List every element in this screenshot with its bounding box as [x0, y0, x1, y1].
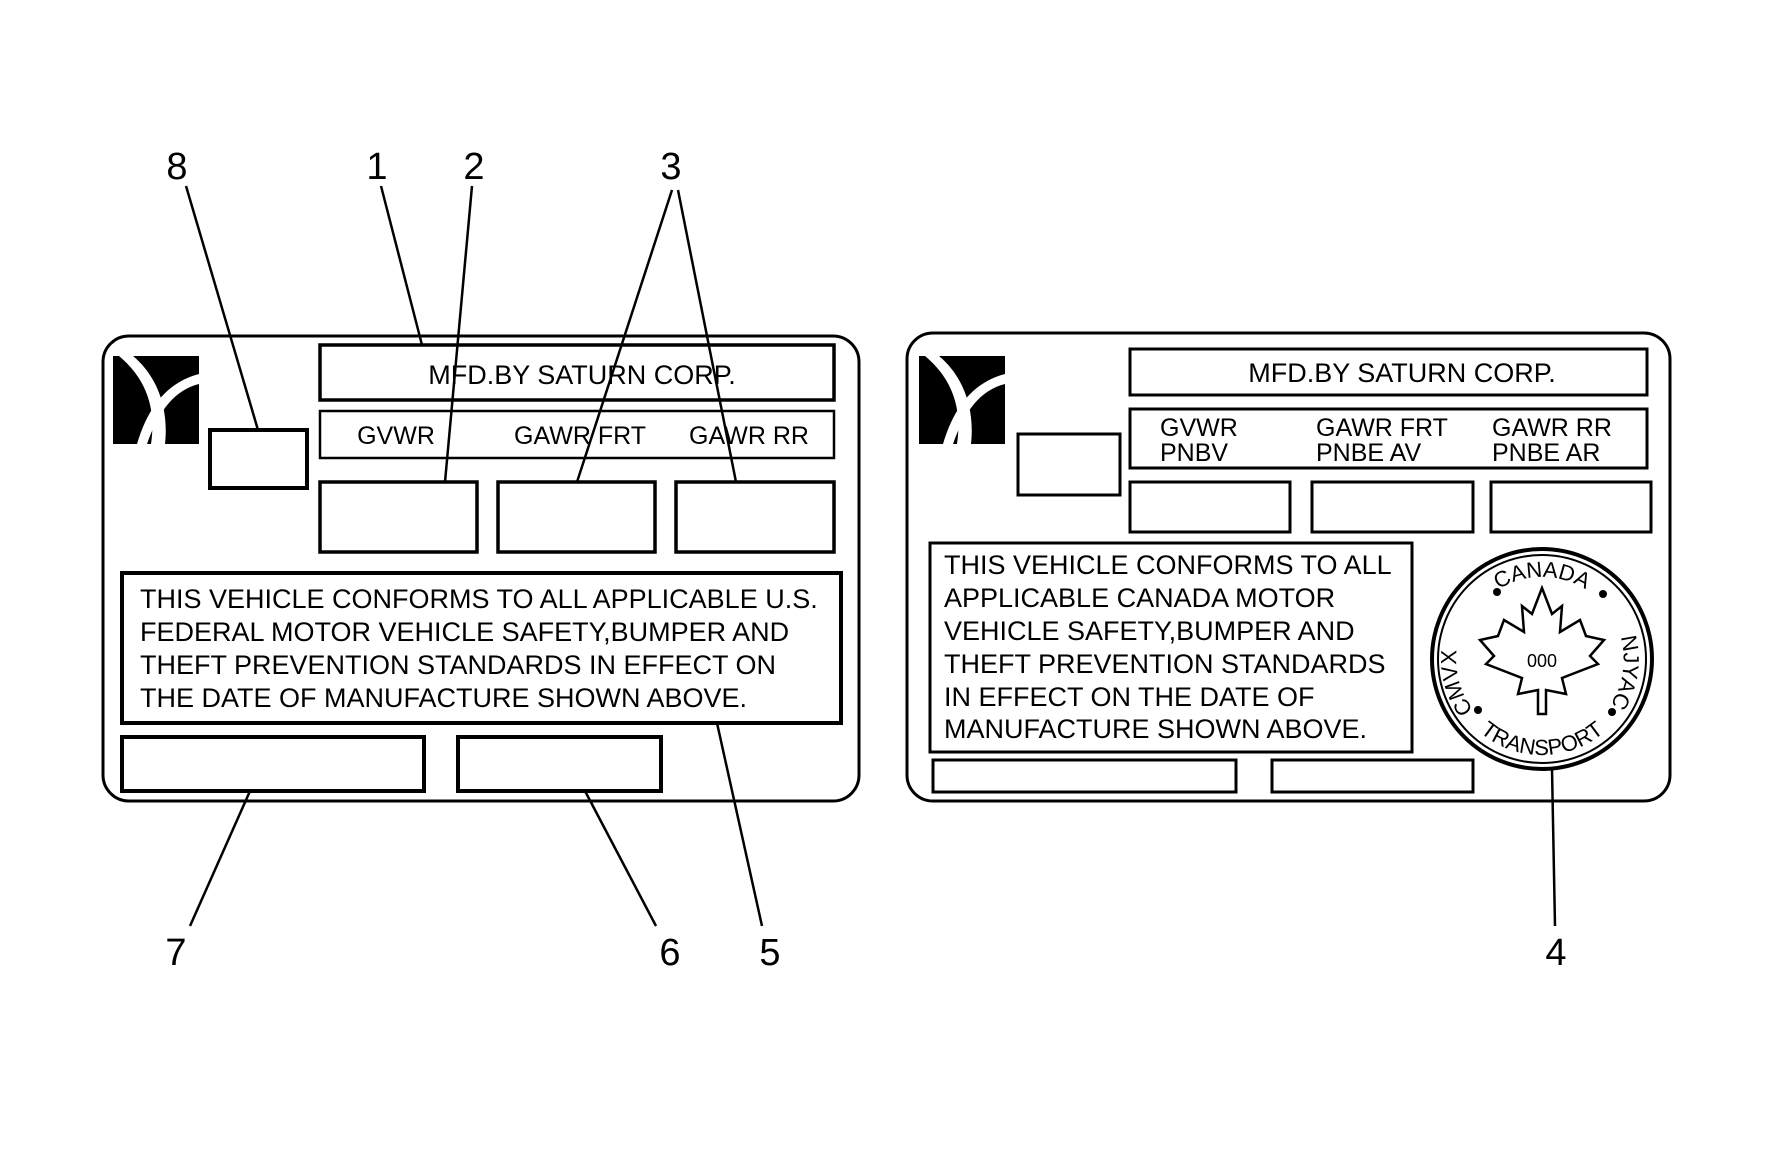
saturn-logo — [919, 356, 1005, 444]
canada-conformity-statement-box — [928, 541, 1414, 754]
canada-gawr-frt-value-box — [1310, 480, 1475, 534]
us-statement-line: THE DATE OF MANUFACTURE SHOWN ABOVE. — [140, 683, 747, 713]
us-statement-line: THIS VEHICLE CONFORMS TO ALL APPLICABLE … — [140, 584, 818, 614]
us-conformity-statement: THIS VEHICLE CONFORMS TO ALL APPLICABLE … — [140, 584, 818, 713]
canada-gvwr-value-box — [1128, 480, 1292, 534]
saturn-logo — [113, 356, 199, 444]
us-small-box — [208, 428, 309, 490]
us-gvwr-value-box — [318, 480, 479, 554]
canada-pnbe-ar-heading: PNBE AR — [1492, 439, 1600, 467]
canada-pnbe-av-heading: PNBE AV — [1316, 439, 1421, 467]
canada-bottom-box-right — [1270, 758, 1475, 794]
us-manufacturer-box — [318, 343, 836, 402]
canada-statement-line: IN EFFECT ON THE DATE OF — [944, 682, 1315, 712]
callout-5: 5 — [759, 932, 780, 974]
us-ratings-heading-box — [318, 409, 836, 460]
seal-number: 000 — [1527, 651, 1557, 671]
canada-certification-label: MFD.BY SATURN CORP. GVWR PNBV GAWR FRT P… — [905, 331, 1672, 803]
callout-7: 7 — [165, 932, 186, 974]
us-gawr-frt-value-box — [496, 480, 657, 554]
canada-statement-line: VEHICLE SAFETY,BUMPER AND — [944, 616, 1355, 646]
canada-gawr-rr-value-box — [1489, 480, 1653, 534]
us-label-outline — [101, 334, 861, 803]
us-manufacturer-text: MFD.BY SATURN CORP. — [428, 360, 736, 390]
canada-gvwr-heading: GVWR — [1160, 414, 1238, 442]
us-gawr-rr-heading: GAWR RR — [689, 422, 809, 450]
canada-statement-line: THEFT PREVENTION STANDARDS — [944, 649, 1386, 679]
us-gawr-rr-value-box — [674, 480, 836, 554]
canada-gawr-frt-heading: GAWR FRT — [1316, 414, 1448, 442]
us-statement-line: FEDERAL MOTOR VEHICLE SAFETY,BUMPER AND — [140, 617, 789, 647]
canada-statement-line: THIS VEHICLE CONFORMS TO ALL — [944, 550, 1392, 580]
canada-ratings-heading-box — [1128, 407, 1649, 470]
us-conformity-statement-box — [120, 571, 843, 725]
canada-pnbv-heading: PNBV — [1160, 439, 1228, 467]
us-bottom-box-6 — [456, 735, 663, 793]
seal-njyac-text: NJYAC — [1606, 633, 1644, 714]
canada-manufacturer-text: MFD.BY SATURN CORP. — [1248, 358, 1556, 388]
canada-small-box — [1016, 432, 1122, 497]
canada-gawr-rr-heading: GAWR RR — [1492, 414, 1612, 442]
canada-label-outline — [905, 331, 1672, 803]
callout-6: 6 — [659, 932, 680, 974]
us-gawr-frt-heading: GAWR FRT — [514, 422, 646, 450]
canada-manufacturer-box — [1128, 347, 1649, 397]
us-gvwr-heading: GVWR — [357, 422, 435, 450]
canada-statement-line: MANUFACTURE SHOWN ABOVE. — [944, 714, 1367, 744]
transport-canada-seal: CANADA TRANSPORT CMVX NJYAC 000 — [1430, 547, 1654, 771]
callout-8: 8 — [166, 146, 187, 188]
callout-1: 1 — [366, 146, 387, 188]
us-statement-line: THEFT PREVENTION STANDARDS IN EFFECT ON — [140, 650, 776, 680]
canada-statement-line: APPLICABLE CANADA MOTOR — [944, 583, 1335, 613]
canada-bottom-box-left — [931, 758, 1238, 794]
callout-4: 4 — [1545, 932, 1566, 974]
us-bottom-box-7 — [120, 735, 426, 793]
callout-numbers: 1 2 3 4 5 6 7 8 — [165, 146, 1566, 974]
maple-leaf-icon — [1477, 584, 1607, 716]
canada-conformity-statement: THIS VEHICLE CONFORMS TO ALL APPLICABLE … — [944, 550, 1392, 744]
us-certification-label: MFD.BY SATURN CORP. GVWR GAWR FRT GAWR R… — [101, 334, 861, 803]
callout-3: 3 — [660, 146, 681, 188]
callout-leaders — [184, 185, 1557, 927]
callout-2: 2 — [463, 146, 484, 188]
